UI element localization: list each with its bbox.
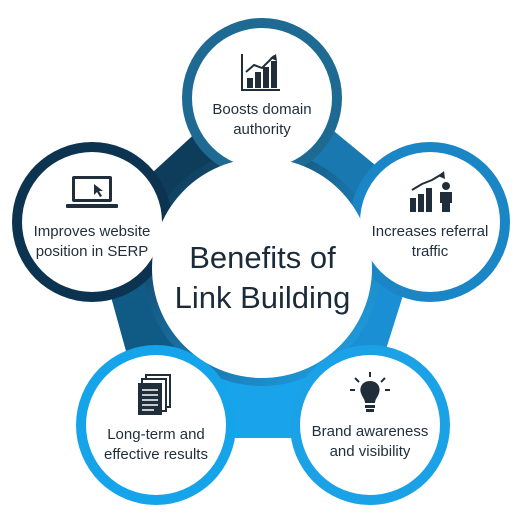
growth-person-icon — [410, 171, 452, 212]
laptop-cursor-icon — [66, 176, 118, 208]
node-top — [182, 18, 342, 178]
benefit-label-brand-awareness: Brand awareness and visibility — [311, 423, 429, 460]
benefit-label-boosts-domain-authority: Boosts domain authority — [212, 101, 312, 138]
title-line-1: Benefits of — [189, 240, 336, 275]
center-circle — [152, 158, 372, 378]
title-line-2: Link Building — [174, 280, 351, 315]
benefit-label-long-term-results: Long-term and effective results — [104, 426, 208, 463]
node-right — [350, 142, 510, 302]
benefit-label-improves-website-position: Improves website position in SERP — [33, 223, 151, 260]
diagram-title: Benefits of Link Building — [130, 238, 395, 318]
node-bottom-right — [290, 345, 450, 505]
benefit-label-increases-referral-traffic: Increases referral traffic — [371, 223, 489, 260]
node-bottom-left — [76, 345, 236, 505]
bar-chart-up-icon — [241, 54, 280, 91]
documents-icon — [138, 374, 171, 415]
lightbulb-icon — [350, 372, 390, 412]
node-left — [12, 142, 172, 302]
